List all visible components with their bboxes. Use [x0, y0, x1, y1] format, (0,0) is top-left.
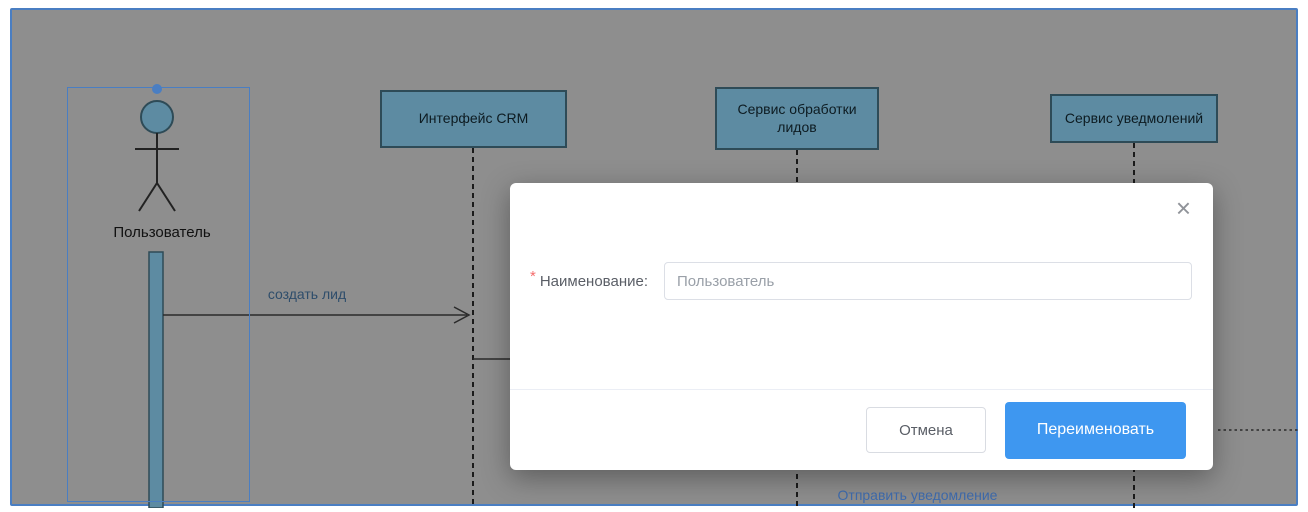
- actor-selection-rect[interactable]: [67, 87, 250, 502]
- actor-leg-right: [156, 182, 176, 212]
- cancel-button[interactable]: Отмена: [866, 407, 986, 453]
- arrowhead-icon: [453, 306, 471, 324]
- name-input[interactable]: [664, 262, 1192, 300]
- required-asterisk: *: [530, 267, 536, 285]
- rename-dialog: × * Наименование: Отмена Переименовать: [510, 183, 1213, 470]
- actor-label: Пользователь: [113, 224, 211, 241]
- selection-handle-dot[interactable]: [152, 84, 162, 94]
- lifeline-box-notifications[interactable]: Сервис уведмолений: [1050, 94, 1218, 143]
- rename-button[interactable]: Переименовать: [1005, 401, 1186, 459]
- lifeline-box-leads[interactable]: Сервис обработки лидов: [715, 87, 879, 150]
- message-label-create-lead: создать лид: [267, 286, 347, 302]
- dialog-footer: Отмена Переименовать: [510, 389, 1213, 470]
- message-label-send-notification: Отправить уведомление: [837, 487, 998, 503]
- name-field-row: * Наименование:: [530, 262, 1192, 300]
- actor-leg-left: [138, 182, 158, 212]
- close-icon[interactable]: ×: [1175, 193, 1191, 223]
- lifeline-box-label: Сервис обработки лидов: [737, 101, 857, 135]
- actor-activation-bar[interactable]: [148, 251, 164, 508]
- actor-figure[interactable]: [135, 84, 179, 212]
- lifeline-box-crm[interactable]: Интерфейс CRM: [380, 90, 567, 148]
- lifeline-box-label: Сервис уведмолений: [1064, 109, 1204, 126]
- lifeline-box-label: Интерфейс CRM: [418, 110, 529, 127]
- message-arrow-create-lead[interactable]: [163, 306, 471, 324]
- name-field-label: Наименование:: [539, 272, 648, 290]
